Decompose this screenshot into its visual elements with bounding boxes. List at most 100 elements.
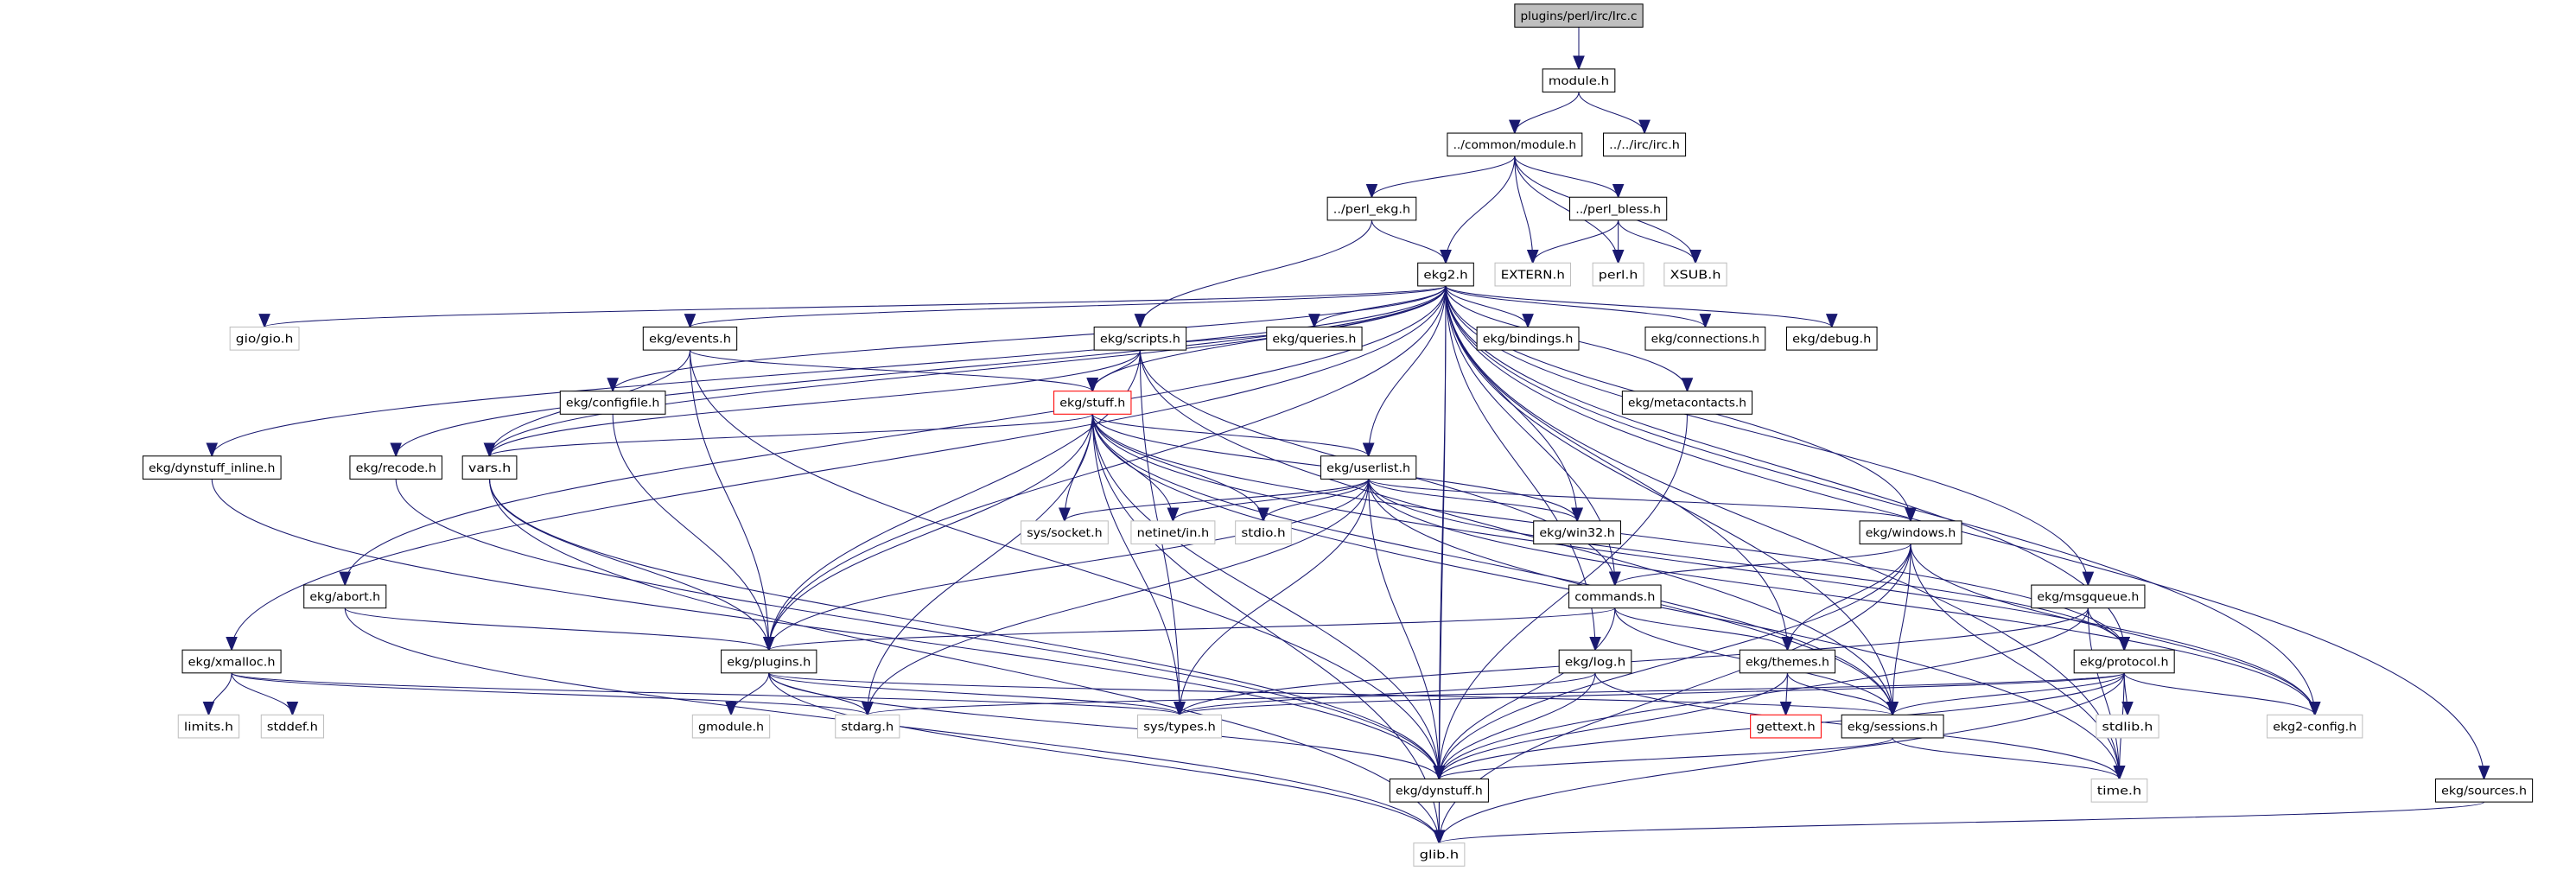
node-sessions[interactable]: ekg/sessions.h	[1841, 714, 1944, 739]
node-box	[1592, 262, 1644, 287]
edge-sources-to-glib	[1434, 801, 2485, 845]
node-ekg2[interactable]: ekg2.h	[1417, 262, 1474, 287]
node-msgqueue[interactable]: ekg/msgqueue.h	[2031, 584, 2146, 609]
node-label: ekg/plugins.h	[727, 656, 811, 669]
edge-events-to-stuff	[689, 349, 1098, 393]
node-label: ekg/win32.h	[1539, 527, 1614, 540]
node-themes[interactable]: ekg/themes.h	[1739, 649, 1836, 674]
node-stuff[interactable]: ekg/stuff.h	[1053, 391, 1132, 415]
edge-ekg2-to-queries	[1308, 285, 1447, 329]
node-box	[2096, 714, 2159, 739]
edge-scripts-to-stuff	[1086, 350, 1141, 393]
node-label: gio/gio.h	[236, 334, 294, 346]
edge-xmalloc-to-systypes	[231, 672, 1186, 717]
edge-windows-to-ekg2config	[1910, 544, 2321, 717]
edge-userlist-to-netinet	[1167, 479, 1370, 523]
node-box	[1558, 649, 1632, 674]
node-connections[interactable]: ekg/connections.h	[1644, 326, 1766, 351]
node-sources[interactable]: ekg/sources.h	[2434, 778, 2534, 803]
edge-events-to-dynstuff	[689, 350, 1446, 781]
node-label: ekg/configfile.h	[566, 397, 659, 410]
edge-stuff-to-glib	[1091, 414, 1446, 845]
node-events[interactable]: ekg/events.h	[642, 326, 738, 351]
node-log[interactable]: ekg/log.h	[1558, 649, 1632, 674]
node-label: sys/socket.h	[1027, 527, 1102, 540]
node-gmodule[interactable]: gmodule.h	[691, 714, 771, 739]
node-userlist[interactable]: ekg/userlist.h	[1320, 455, 1417, 480]
node-xsub[interactable]: XSUB.h	[1663, 262, 1727, 287]
edge-events-to-plugins	[689, 350, 775, 652]
node-stddef[interactable]: stddef.h	[260, 714, 325, 739]
node-box	[2267, 714, 2363, 739]
node-gettext[interactable]: gettext.h	[1750, 714, 1822, 739]
node-time[interactable]: time.h	[2090, 778, 2148, 803]
node-gio[interactable]: gio/gio.h	[229, 326, 300, 351]
node-box	[1021, 520, 1109, 545]
node-stdarg[interactable]: stdarg.h	[835, 714, 900, 739]
edge-userlist-to-win32	[1368, 479, 1583, 523]
node-scripts[interactable]: ekg/scripts.h	[1093, 326, 1187, 351]
node-ekg2config[interactable]: ekg2-config.h	[2267, 714, 2363, 739]
node-box	[1417, 262, 1474, 287]
edge-windows-to-themes	[1781, 544, 1911, 652]
node-cmodule[interactable]: ../common/module.h	[1447, 132, 1583, 157]
node-commands[interactable]: commands.h	[1568, 584, 1662, 609]
edge-plugins-to-gmodule	[725, 672, 770, 717]
node-metacontacts[interactable]: ekg/metacontacts.h	[1621, 391, 1753, 415]
node-label: ekg/metacontacts.h	[1628, 397, 1746, 410]
node-label: glib.h	[1420, 849, 1460, 862]
node-abort[interactable]: ekg/abort.h	[303, 584, 387, 609]
edge-protocol-to-sessions	[1886, 672, 2125, 717]
node-box	[835, 714, 900, 739]
node-stdlib[interactable]: stdlib.h	[2096, 714, 2159, 739]
node-box	[303, 584, 387, 609]
node-label: sys/types.h	[1143, 721, 1216, 734]
edge-stuff-to-userlist	[1091, 414, 1375, 458]
node-vars[interactable]: vars.h	[461, 455, 518, 480]
node-label: gettext.h	[1756, 721, 1815, 734]
node-protocol[interactable]: ekg/protocol.h	[2073, 649, 2175, 674]
edge-plugins-to-dynstuff	[768, 672, 1446, 781]
node-debug[interactable]: ekg/debug.h	[1785, 326, 1878, 351]
node-label: limits.h	[184, 721, 233, 734]
edge-stuff-to-plugins	[762, 414, 1093, 652]
node-windows[interactable]: ekg/windows.h	[1859, 520, 1962, 545]
node-label: EXTERN.h	[1501, 269, 1565, 282]
node-ircirc[interactable]: ../../irc/irc.h	[1602, 132, 1687, 157]
node-recode[interactable]: ekg/recode.h	[349, 455, 442, 480]
node-perlekg[interactable]: ../perl_ekg.h	[1326, 196, 1417, 221]
node-box	[1568, 584, 1662, 609]
node-label: stddef.h	[267, 721, 318, 734]
node-label: ekg/debug.h	[1792, 334, 1871, 346]
node-queries[interactable]: ekg/queries.h	[1266, 326, 1363, 351]
node-xmalloc[interactable]: ekg/xmalloc.h	[181, 649, 282, 674]
node-box	[1569, 196, 1668, 221]
edge-perlbless-to-xsub	[1618, 219, 1701, 265]
node-netinet[interactable]: netinet/in.h	[1130, 520, 1216, 545]
node-box	[461, 455, 518, 480]
node-configfile[interactable]: ekg/configfile.h	[559, 391, 666, 415]
edge-dyninline-to-dynstuff	[211, 479, 1446, 781]
edge-ekg2-to-plugins	[762, 285, 1447, 652]
edge-windows-to-sessions	[1886, 544, 1911, 717]
node-win32[interactable]: ekg/win32.h	[1533, 520, 1622, 545]
node-plugins[interactable]: ekg/plugins.h	[721, 649, 817, 674]
node-dynstuff[interactable]: ekg/dynstuff.h	[1389, 778, 1489, 803]
node-module[interactable]: module.h	[1542, 68, 1616, 93]
edge-cmodule-to-perlbless	[1514, 156, 1625, 199]
node-bindings[interactable]: ekg/bindings.h	[1476, 326, 1580, 351]
node-perlh[interactable]: perl.h	[1592, 262, 1644, 287]
node-glib[interactable]: glib.h	[1413, 842, 1466, 867]
node-systypes[interactable]: sys/types.h	[1137, 714, 1223, 739]
edge-userlist-to-stdarg	[862, 479, 1370, 717]
node-ircc[interactable]: plugins/perl/irc/Irc.c	[1514, 3, 1644, 28]
edge-ekg2-to-configfile	[607, 285, 1447, 393]
node-socket[interactable]: sys/socket.h	[1021, 520, 1109, 545]
edge-userlist-to-plugins	[763, 479, 1370, 652]
node-limits[interactable]: limits.h	[177, 714, 240, 739]
edge-perlekg-to-scripts	[1134, 219, 1372, 329]
node-extern[interactable]: EXTERN.h	[1494, 262, 1572, 287]
node-stdio[interactable]: stdio.h	[1235, 520, 1292, 545]
node-dyninline[interactable]: ekg/dynstuff_inline.h	[142, 455, 282, 480]
node-perlbless[interactable]: ../perl_bless.h	[1569, 196, 1668, 221]
